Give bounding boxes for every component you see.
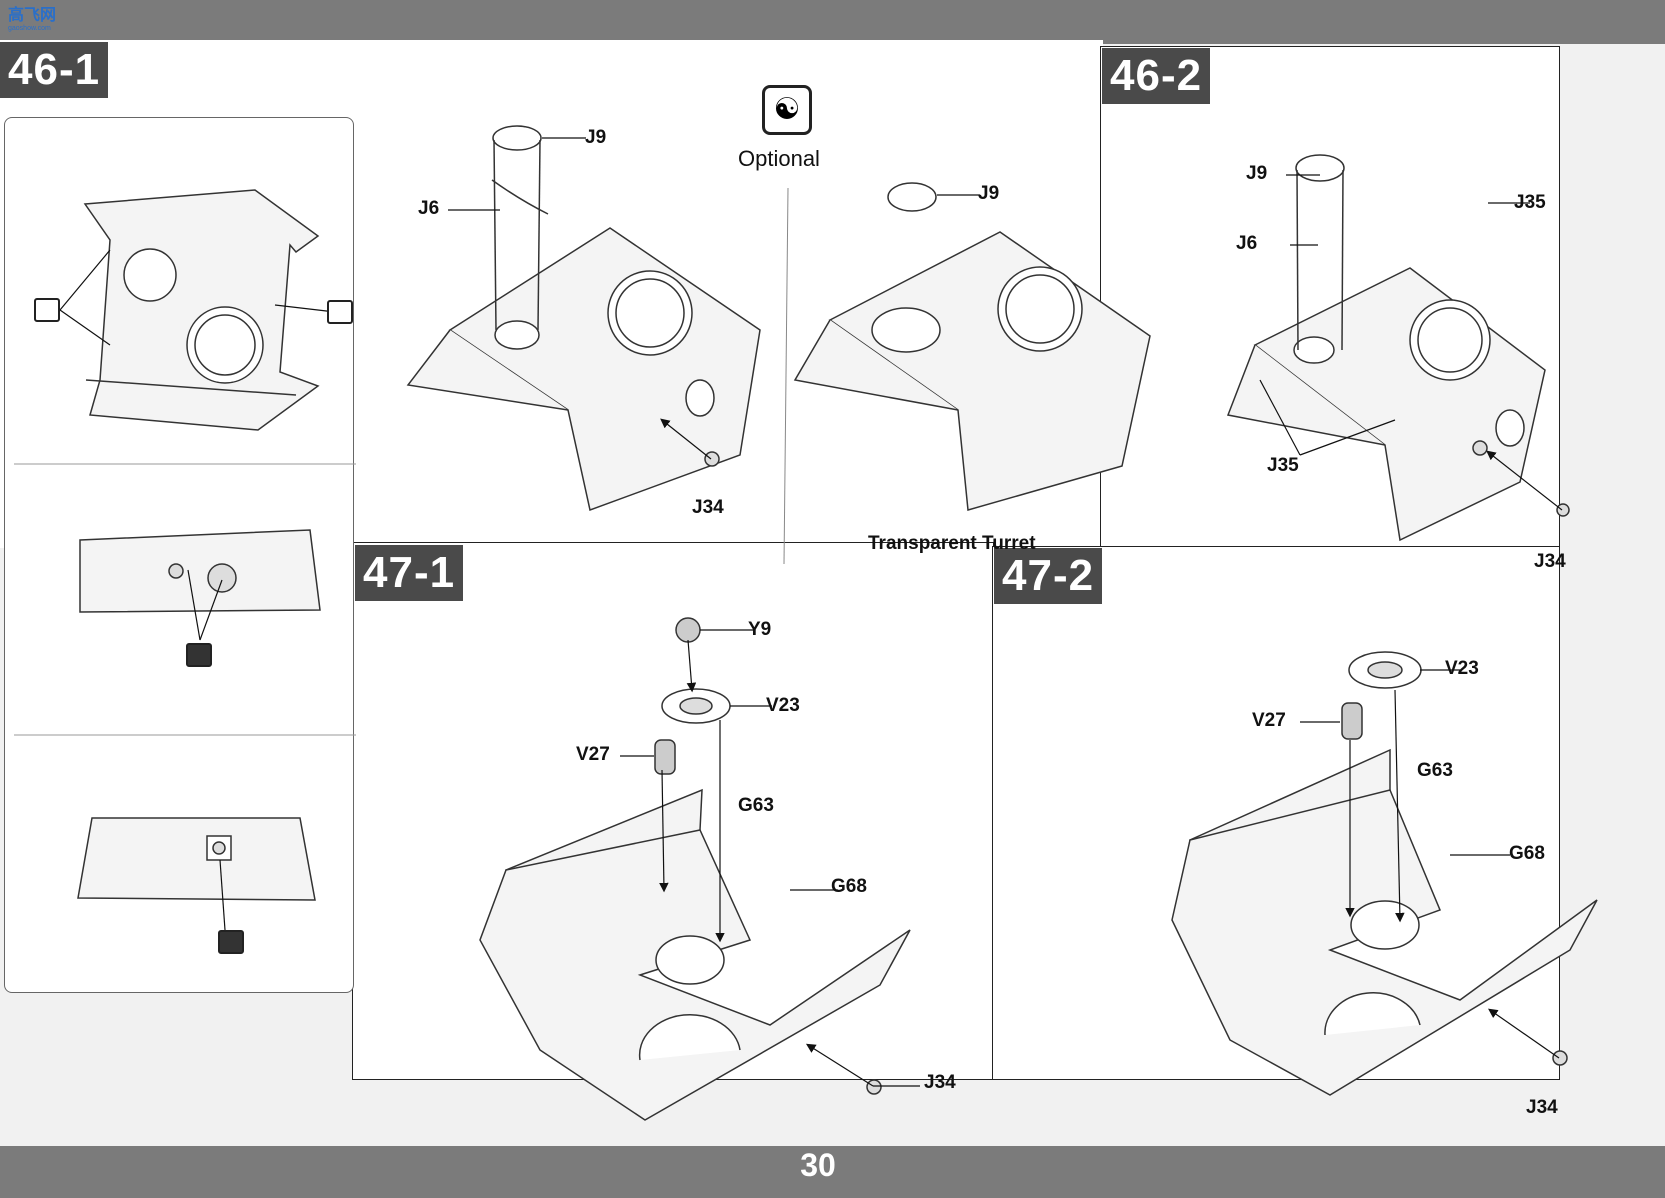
- logo-text: 高飞网: [8, 5, 57, 24]
- side-view-top: [83, 189, 320, 431]
- page-number: 30: [800, 1147, 836, 1183]
- step-47-2-label: 47-2: [994, 548, 1103, 604]
- cement-icon: [186, 643, 212, 667]
- part-j35: J35: [1267, 455, 1299, 476]
- part-g63: G63: [1417, 760, 1453, 781]
- turret-46-1: [406, 125, 761, 511]
- part-g68: G68: [1509, 843, 1545, 864]
- part-j6: J6: [1236, 233, 1258, 254]
- part-v27: V27: [576, 744, 610, 765]
- part-y9: Y9: [748, 619, 772, 640]
- top-bar: [0, 0, 1665, 44]
- part-j9: J9: [1246, 163, 1268, 184]
- part-j35: J35: [1514, 192, 1546, 213]
- optional-label: Optional: [738, 146, 820, 171]
- transparent-turret: [793, 182, 1151, 511]
- transparent-turret-caption: Transparent Turret: [868, 533, 1036, 554]
- turret-46-2: [1226, 154, 1570, 542]
- optional-icon: ☯: [762, 85, 812, 135]
- part-g68: G68: [831, 876, 867, 897]
- part-j34: J34: [1534, 551, 1566, 572]
- part-v27: V27: [1252, 710, 1286, 731]
- hull-47-1: [479, 617, 911, 1121]
- step-47-1-label: 47-1: [355, 545, 464, 601]
- part-j34: J34: [1526, 1097, 1558, 1118]
- side-view-middle: [79, 529, 321, 613]
- part-j34: J34: [924, 1072, 956, 1093]
- step-46-2-label: 46-2: [1102, 48, 1211, 104]
- hull-47-2: [1171, 651, 1598, 1096]
- glue-icon: [34, 298, 60, 322]
- cement-icon: [218, 930, 244, 954]
- part-v23: V23: [766, 695, 800, 716]
- site-logo: 高飞网 gaoshow.com: [8, 6, 70, 38]
- bottom-bar: [0, 1146, 1665, 1198]
- part-j9: J9: [585, 127, 607, 148]
- part-j6: J6: [418, 198, 440, 219]
- part-j34: J34: [692, 497, 724, 518]
- side-view-bottom: [77, 817, 316, 901]
- glue-icon: [327, 300, 353, 324]
- part-g63: G63: [738, 795, 774, 816]
- part-v23: V23: [1445, 658, 1479, 679]
- part-j9-transparent: J9: [978, 183, 1000, 204]
- step-46-1-label: 46-1: [0, 42, 109, 98]
- logo-url: gaoshow.com: [8, 25, 51, 32]
